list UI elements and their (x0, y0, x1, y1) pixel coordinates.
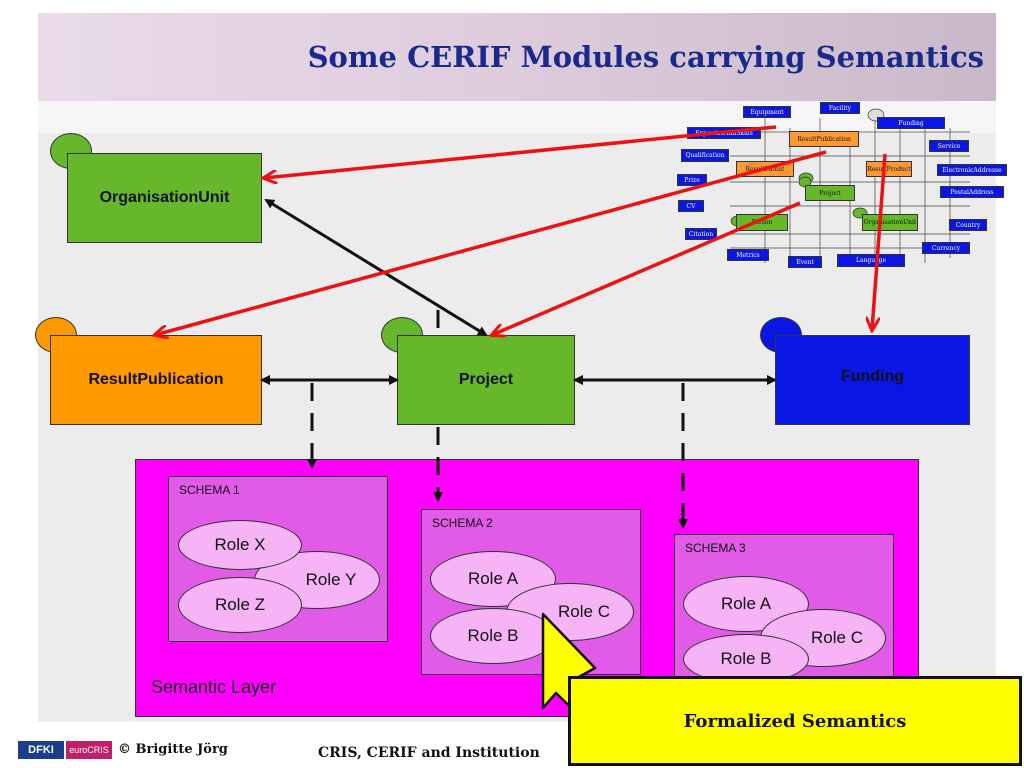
mini-qualification: Qualification (681, 149, 729, 162)
formalized-semantics-callout: Formalized Semantics (568, 676, 1022, 766)
schema-2-label: SCHEMA 2 (432, 516, 493, 530)
mini-result-publication: ResultPublication (789, 131, 859, 147)
mini-organisation-unit: OrganisationUnit (862, 214, 918, 231)
mini-country: Country (949, 219, 987, 231)
schema-1-role-z: Role Z (178, 577, 302, 633)
schema-1-role-x: Role X (178, 520, 302, 570)
footer-talk: CRIS, CERIF and Institution (318, 745, 540, 761)
mini-result-product: ResultProduct (866, 161, 912, 177)
footer-author: © Brigitte Jörg (118, 742, 228, 757)
result-publication-entity: ResultPublication (50, 335, 262, 425)
mini-event: Event (788, 256, 822, 268)
orgunit-project-link (264, 198, 488, 337)
mini-citation: Citation (685, 228, 717, 240)
mini-postal-address: PostalAddress (940, 186, 1004, 198)
mini-facility: Facility (820, 102, 860, 114)
schema-3-label: SCHEMA 3 (685, 541, 746, 555)
schema-3-role-b: Role B (683, 634, 809, 684)
mini-project: Project (805, 185, 855, 201)
slide-title: Some CERIF Modules carrying Semantics (307, 40, 984, 74)
mini-equipment: Equipment (743, 106, 791, 118)
mini-service: Service (929, 140, 969, 152)
red-arrow-project (492, 201, 801, 335)
mini-prize: Prize (677, 174, 707, 186)
mini-electronic-address: ElectronicAddresse (937, 164, 1007, 176)
mini-funding: Funding (877, 117, 945, 129)
title-band (38, 13, 996, 101)
eurocris-logo: euroCRIS (66, 741, 112, 759)
semantic-layer-label: Semantic Layer (151, 677, 277, 697)
mini-currency: Currency (922, 242, 970, 254)
mini-cv: CV (678, 200, 704, 212)
dfki-logo: DFKI (18, 741, 64, 759)
schema-1-label: SCHEMA 1 (179, 483, 240, 497)
mini-metrics: Metrics (727, 249, 769, 261)
funding-entity: Funding (775, 335, 970, 425)
organisation-unit-entity: OrganisationUnit (67, 153, 262, 243)
cerif-mini-model: Equipment Facility Funding ExpertiseAndS… (670, 98, 1010, 274)
red-arrow-orgunit (264, 125, 777, 178)
schema-2-role-b: Role B (430, 608, 556, 664)
red-arrow-publication (155, 150, 827, 335)
red-arrow-funding (872, 153, 887, 330)
mini-language: Language (837, 254, 905, 267)
